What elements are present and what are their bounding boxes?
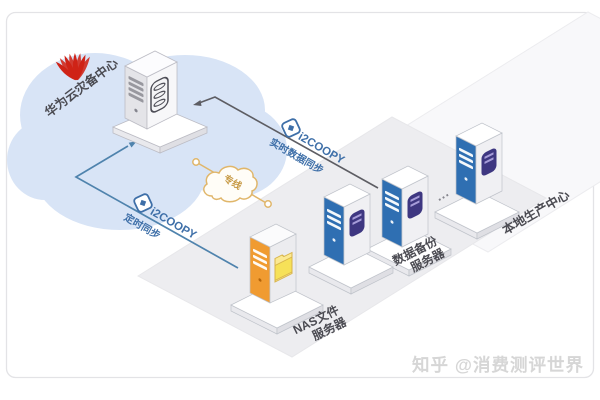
server-vents	[385, 190, 399, 224]
server-vents	[327, 208, 341, 242]
server-vents	[253, 248, 267, 282]
server-platform	[230, 281, 324, 335]
folder-icon	[274, 251, 293, 283]
scheduled-sync-line	[74, 145, 239, 269]
i2coopy-logo-icon	[281, 118, 301, 138]
server-platform	[434, 190, 520, 240]
arrowhead-left	[193, 100, 202, 106]
i2coopy-logo-icon	[133, 193, 153, 213]
backup-server-1	[308, 183, 394, 295]
server-vents	[459, 147, 473, 181]
dedicated-line-endpoint	[192, 158, 200, 166]
network-cloud-icon	[203, 165, 258, 203]
disk-bay-icon	[407, 191, 423, 219]
realtime-sync-line	[198, 96, 379, 189]
watermark-text: 知乎 @消费测评世界	[412, 355, 584, 375]
nas-file-server	[230, 223, 324, 335]
server-vents	[128, 76, 144, 113]
disk-bay-icon	[481, 148, 497, 176]
dedicated-line: 专线	[192, 158, 272, 208]
backup-server-3	[434, 122, 520, 240]
dedicated-line-endpoint	[264, 200, 272, 208]
backup-server-2	[366, 165, 452, 277]
more-servers-ellipsis: ···	[434, 187, 453, 206]
cloud-dr-server	[111, 50, 209, 154]
huawei-logo-icon	[55, 52, 90, 81]
database-icon	[150, 76, 169, 113]
link-realtime-sync	[193, 96, 379, 189]
disk-bay-icon	[349, 209, 365, 237]
